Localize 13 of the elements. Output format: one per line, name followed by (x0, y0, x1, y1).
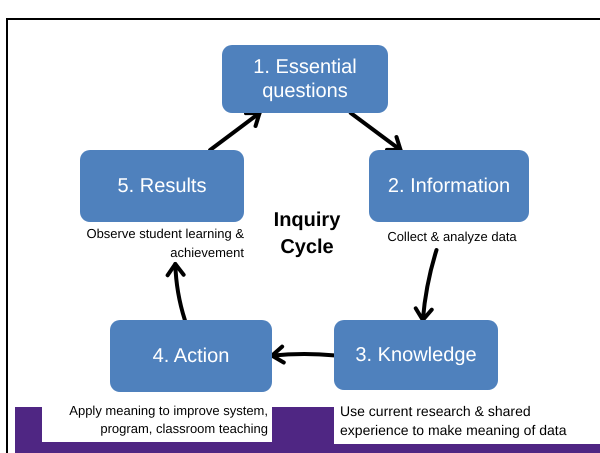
process-box: 4. Action (110, 320, 272, 392)
arrow (208, 111, 262, 152)
arrow (414, 248, 438, 322)
arrow (348, 111, 403, 152)
process-box: 1. Essential questions (222, 45, 388, 113)
step-description: Collect & analyze data (386, 228, 518, 246)
process-box: 2. Information (369, 150, 529, 222)
process-box: 3. Knowledge (334, 320, 498, 390)
process-box: 5. Results (80, 150, 244, 222)
step-description: Observe student learning & achievement (85, 225, 244, 262)
arrow (270, 344, 336, 365)
cycle-title: Inquiry Cycle (272, 208, 342, 260)
arrow (166, 262, 187, 322)
